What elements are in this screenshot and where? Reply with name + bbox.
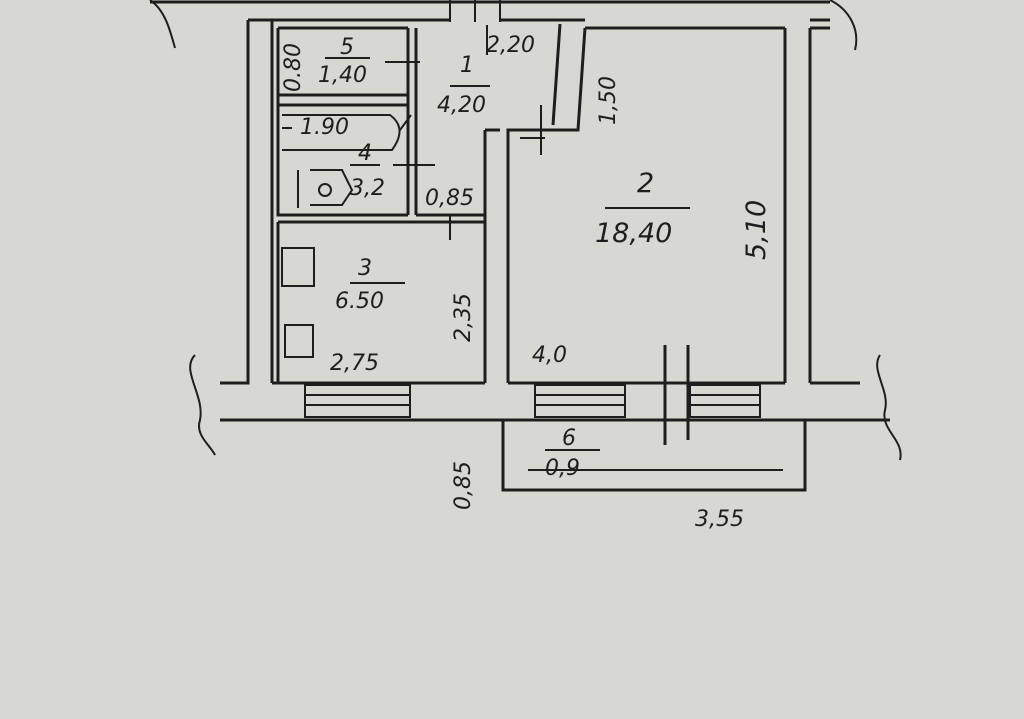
room-area: 6.50 [335, 289, 384, 314]
dim-balcony-length: 3,55 [695, 507, 744, 532]
dim-room3-width: 2,75 [330, 351, 379, 376]
room-2: 2 18,40 [595, 168, 690, 249]
room-number: 6 [562, 426, 576, 451]
room-6: 6 0,9 [545, 426, 600, 481]
dim-corridor-gap: 0,85 [425, 186, 474, 211]
room-area: 0,9 [545, 456, 580, 481]
dim-room2-depth: 5,10 [741, 200, 772, 260]
dim-room5-width: 0.80 [281, 43, 306, 92]
walls [149, 0, 902, 492]
dim-bath-length: 1.90 [300, 115, 349, 140]
dim-room2-width: 4,0 [532, 343, 567, 368]
dim-corridor-width: 2,20 [486, 33, 535, 58]
room-3: 3 6.50 [335, 256, 405, 314]
room-area: 18,40 [595, 218, 672, 249]
room-area: 1,40 [318, 63, 367, 88]
room-4: 4 3,2 [350, 141, 385, 201]
room-area: 4,20 [437, 93, 486, 118]
room-number: 3 [358, 256, 372, 281]
room-number: 5 [340, 35, 354, 60]
dim-room3-depth: 2,35 [451, 293, 476, 342]
room-number: 1 [460, 53, 474, 78]
room-number: 4 [358, 141, 372, 166]
room-area: 3,2 [350, 176, 385, 201]
dim-room2-notch: 1,50 [596, 76, 621, 125]
room-1: 1 4,20 [437, 53, 490, 118]
dimensions: 0.80 1.90 2,20 1,50 5,10 4,0 0,85 2,35 2… [281, 33, 772, 532]
room-number: 2 [637, 168, 654, 199]
room-5: 5 1,40 [318, 35, 370, 88]
dim-balcony-depth: 0,85 [451, 461, 476, 510]
